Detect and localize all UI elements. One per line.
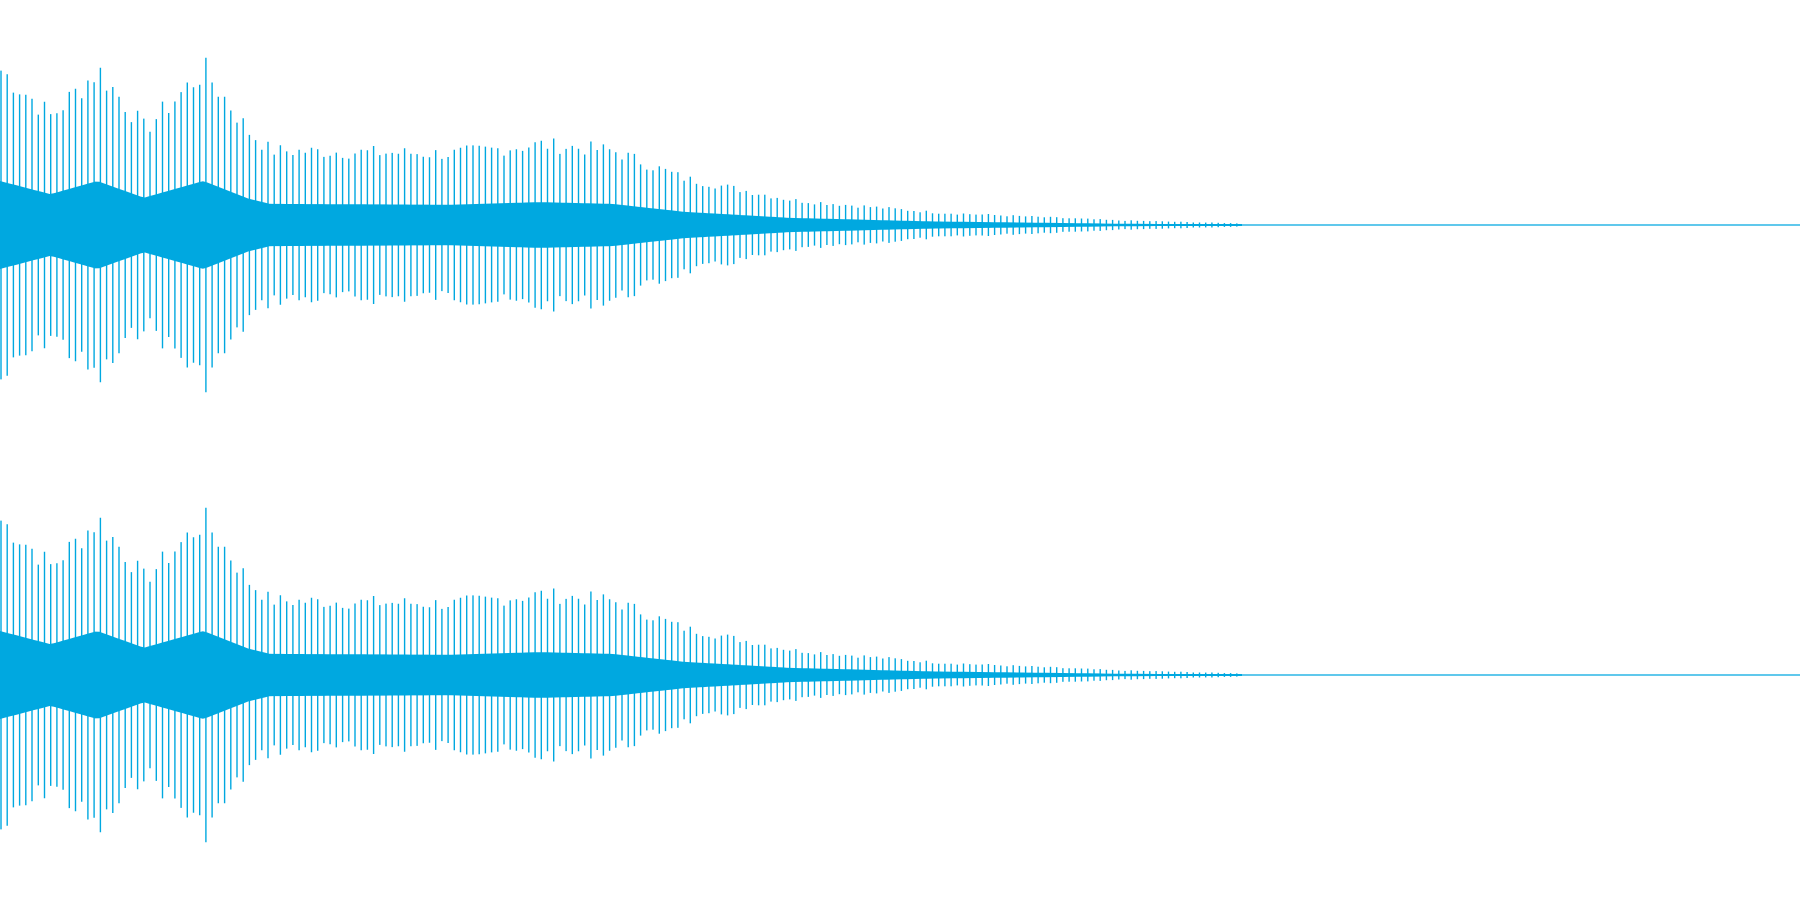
waveform-channel-right xyxy=(0,507,1800,843)
waveform-channel-left xyxy=(0,57,1800,393)
waveform-core xyxy=(0,631,1242,719)
waveform-core xyxy=(0,181,1242,269)
